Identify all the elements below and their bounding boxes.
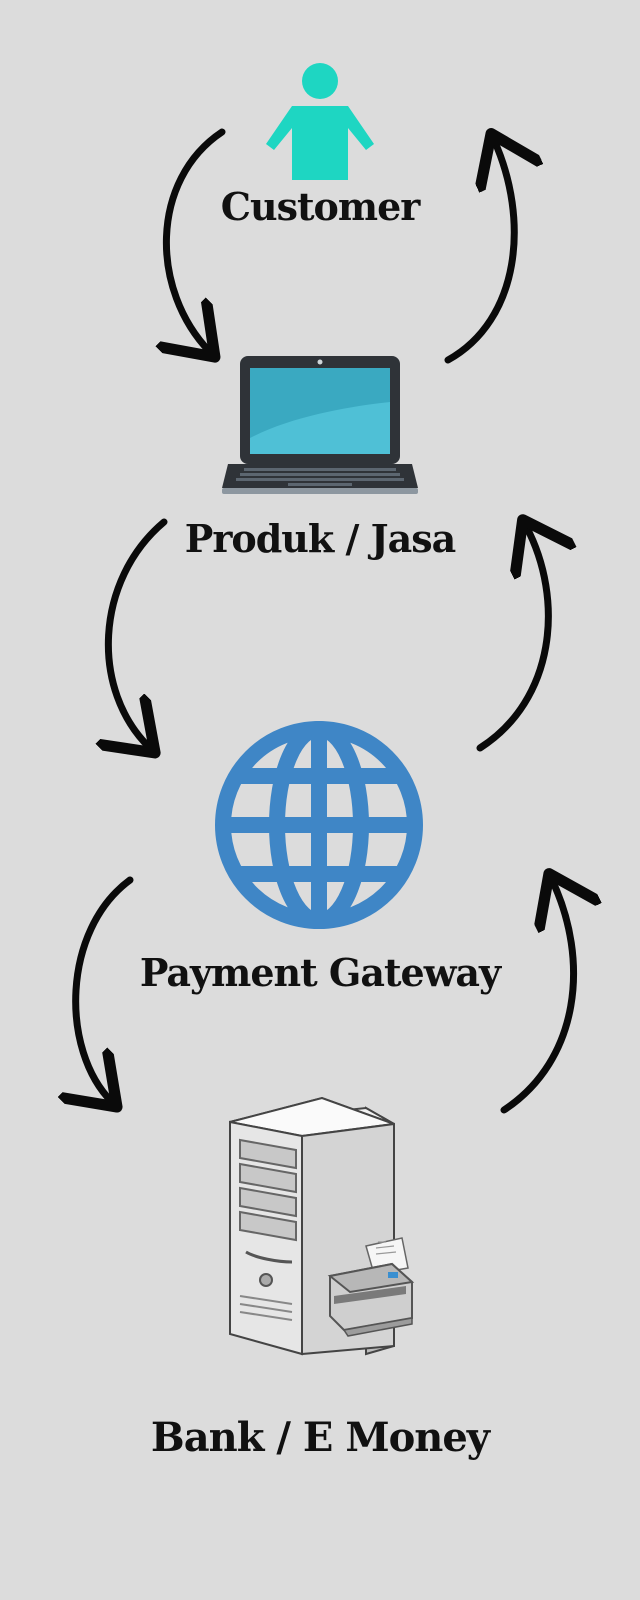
- laptop-icon: [222, 354, 418, 498]
- server-printer-icon: [226, 1096, 416, 1356]
- arrow-produk-to-gateway: [108, 518, 168, 748]
- node-label-produk: Produk / Jasa: [184, 516, 456, 561]
- node-label-customer: Customer: [220, 184, 421, 229]
- globe-icon: [214, 720, 424, 930]
- node-label-bank: Bank / E Money: [150, 1414, 490, 1461]
- person-icon: [262, 62, 378, 182]
- arrow-gateway-to-bank: [76, 876, 134, 1102]
- arrow-bank-to-gateway: [500, 880, 574, 1114]
- arrow-customer-to-produk: [166, 128, 226, 352]
- node-label-gateway: Payment Gateway: [139, 950, 501, 995]
- arrow-produk-to-customer: [444, 140, 514, 364]
- arrow-gateway-to-produk: [476, 526, 548, 752]
